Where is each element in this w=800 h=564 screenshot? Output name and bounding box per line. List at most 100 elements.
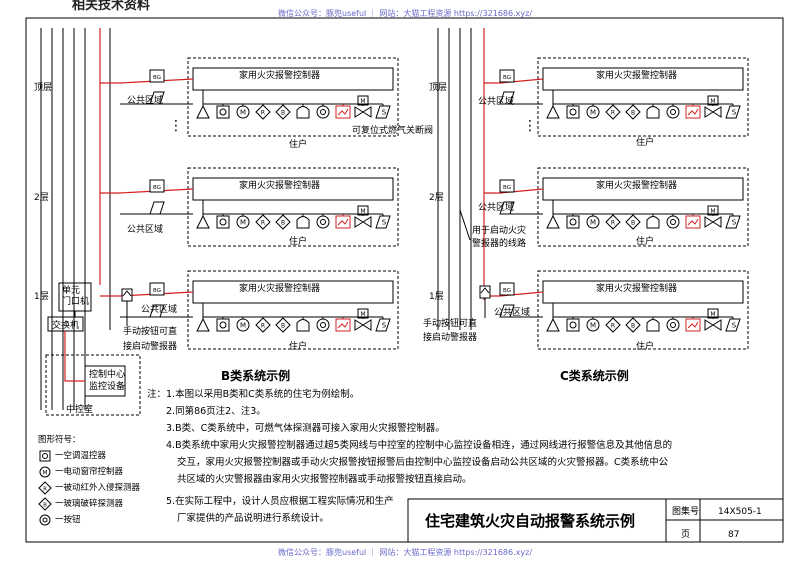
triangle-detector-icon [196, 214, 210, 229]
thermostat-dot [219, 108, 227, 116]
device-tri-icon [546, 317, 560, 332]
atlas-label: 图集号 [672, 507, 700, 517]
device-btn-icon [666, 318, 680, 332]
siren-icon [375, 215, 391, 229]
valve-glyph: M [710, 98, 715, 105]
device-valve-icon: M [704, 308, 722, 331]
network-to-monitor-red [64, 331, 85, 382]
device-sq-icon [566, 215, 580, 229]
triangle-detector-icon [546, 317, 560, 332]
button-dot [670, 322, 676, 328]
bell-icon [646, 216, 660, 229]
public-area-label: 公共区域 [494, 308, 531, 318]
device-bell-icon [646, 216, 660, 229]
device-R-icon: R [605, 104, 621, 120]
switch-label: 交换机 [52, 321, 80, 331]
glass-glyph: B [631, 220, 635, 227]
glass-glyph: B [281, 110, 285, 117]
gas-wave [337, 108, 349, 116]
manual-button-glyph [122, 290, 132, 297]
public-siren-icon [499, 91, 515, 105]
atlas-value: 14X505-1 [718, 507, 762, 517]
device-bell-icon [646, 319, 660, 332]
public-siren-icon [149, 91, 165, 105]
control-room-label: 中控室 [66, 405, 94, 415]
valve-glyph: M [360, 208, 365, 215]
device-gas-icon [335, 105, 351, 119]
glass-glyph: B [631, 323, 635, 330]
valve-actuator [707, 205, 719, 216]
public-alarm-icon [499, 179, 515, 193]
note-line: 5.在实际工程中，设计人员应根据工程实际情况和生产 [166, 496, 394, 507]
device-gas-icon [335, 318, 351, 332]
unit-door-label: 单元 [62, 286, 81, 296]
device-bell-icon [646, 106, 660, 119]
valve-actuator [707, 308, 719, 319]
residence-label: 住户 [636, 237, 655, 247]
device-M-icon: M [586, 105, 600, 119]
bell-icon [296, 216, 310, 229]
monitor-label: 监控设备 [89, 382, 126, 392]
curtain-glyph: M [240, 219, 246, 227]
valve-glyph: M [360, 311, 365, 318]
monitor-label: 控制中心 [89, 370, 126, 380]
legend-thermostat-icon [39, 450, 51, 462]
device-R-icon: R [255, 214, 271, 230]
pir-glyph: R [261, 110, 265, 117]
button-icon [666, 105, 680, 119]
device-valve-icon: M [354, 95, 372, 118]
curtain-controller-icon [236, 215, 250, 229]
device-valve-icon: M [704, 205, 722, 228]
public-alarm-glyph: BG [503, 288, 511, 294]
pir-glyph: R [261, 220, 265, 227]
watermark-bottom: 微信公众号：豚兜useful ｜ 网站：大猫工程资源 https://32168… [278, 548, 533, 557]
valve-label: 可复位式燃气关断阀 [352, 126, 434, 136]
device-siren-icon: S [725, 318, 741, 332]
public-alarm-glyph: BG [153, 185, 161, 191]
device-M-icon: M [236, 318, 250, 332]
legend-button-dot [42, 517, 48, 523]
gas-wave [337, 321, 349, 329]
unit-door-label: 门口机 [62, 297, 90, 307]
thermostat-dot [219, 321, 227, 329]
siren-icon [725, 215, 741, 229]
legend-curtain-glyph: M [42, 470, 47, 477]
public-siren-icon [499, 201, 515, 215]
device-M-icon: M [236, 215, 250, 229]
pir-detector-icon [605, 104, 621, 120]
device-tri-icon [546, 214, 560, 229]
button-dot [670, 109, 676, 115]
thermostat-icon [566, 215, 580, 229]
legend-button-icon [39, 514, 51, 526]
residence-label: 住户 [289, 140, 308, 150]
controller-label: 家用火灾报警控制器 [596, 181, 678, 191]
residence-dashed-box [537, 57, 749, 137]
device-B-icon: B [625, 317, 641, 333]
device-B-icon: B [275, 104, 291, 120]
valve-icon [704, 216, 722, 228]
siren-icon [725, 105, 741, 119]
start-line-label: 用于启动火灾 [472, 226, 527, 236]
thermostat-dot [219, 218, 227, 226]
curtain-controller-icon [236, 318, 250, 332]
siren-icon [375, 318, 391, 332]
header-label: 相关技术资料 [72, 0, 151, 13]
floor-label-2-b: 2层 [34, 193, 49, 203]
note-line: 3.B类、C类系统中，可燃气体探测器可接入家用火灾报警控制器。 [166, 423, 445, 434]
siren-icon [725, 318, 741, 332]
manual-button-glyph-c [480, 287, 490, 294]
residence-dashed-box [187, 167, 399, 247]
device-M-icon: M [586, 215, 600, 229]
page-value: 87 [728, 530, 740, 540]
device-bell-icon [296, 106, 310, 119]
button-dot [670, 219, 676, 225]
device-tri-icon [196, 317, 210, 332]
device-sq-icon [566, 318, 580, 332]
device-gas-icon [685, 318, 701, 332]
pir-glyph: R [611, 323, 615, 330]
public-area-label: 公共区域 [127, 225, 164, 235]
glass-break-icon [275, 317, 291, 333]
curtain-glyph: M [240, 109, 246, 117]
device-R-icon: R [255, 317, 271, 333]
siren-glyph: S [382, 219, 387, 227]
